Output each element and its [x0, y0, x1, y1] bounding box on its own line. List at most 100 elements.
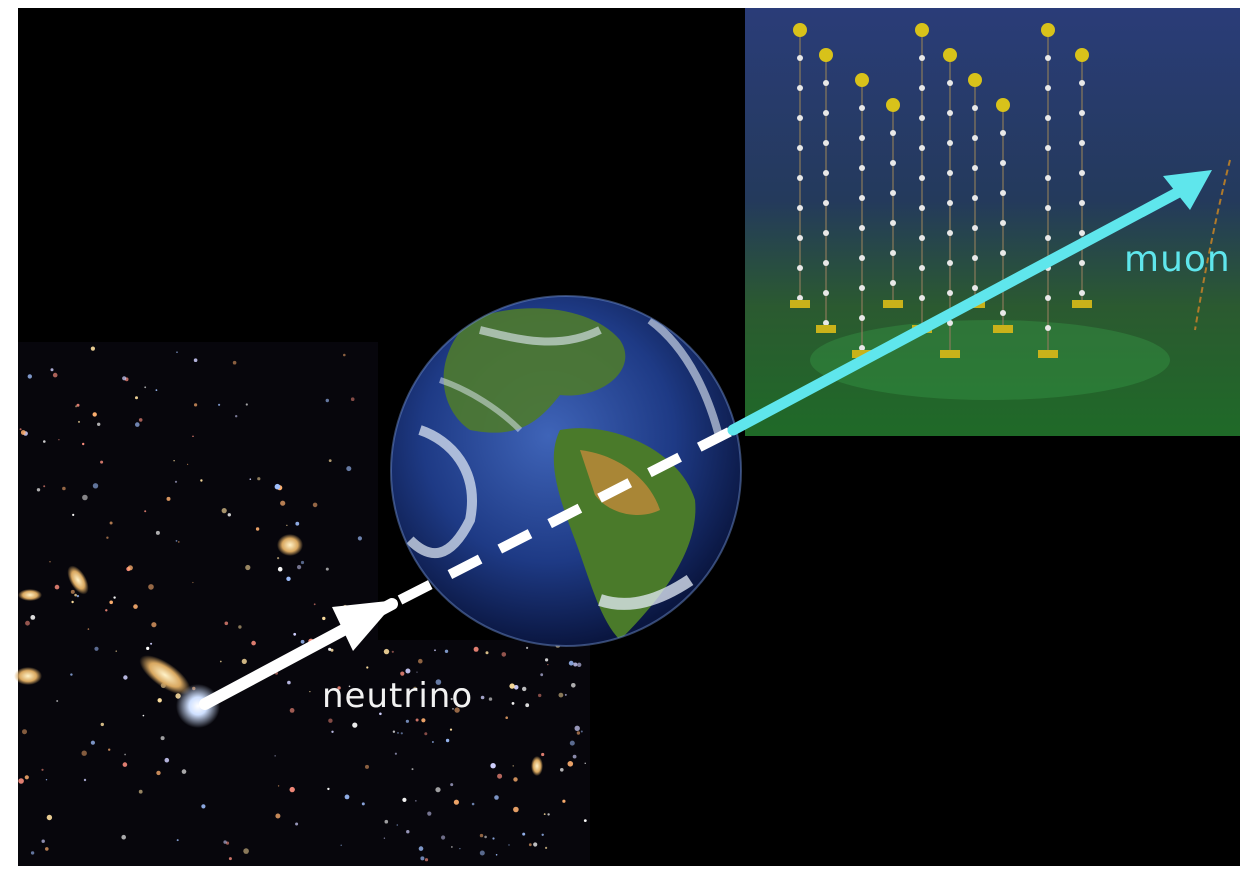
optical-module: [890, 160, 896, 166]
galaxy-star: [289, 708, 295, 713]
optical-module: [823, 260, 829, 266]
optical-module: [890, 220, 896, 226]
galaxy-star: [277, 566, 283, 572]
galaxy-star: [441, 835, 446, 840]
galaxy-star: [492, 837, 495, 840]
galaxy-star: [572, 754, 577, 759]
galaxy-star: [76, 403, 80, 407]
optical-module: [947, 110, 953, 116]
galaxy-star: [547, 813, 550, 816]
galaxy-star: [427, 811, 432, 816]
galaxy-star: [511, 702, 515, 705]
detector-buoy: [943, 48, 957, 62]
galaxy-star: [100, 460, 104, 464]
galaxy-blob: [18, 589, 42, 601]
galaxy-star: [156, 770, 161, 776]
optical-module: [972, 105, 978, 111]
galaxy-star: [45, 779, 48, 781]
optical-module: [859, 315, 865, 321]
galaxy-star: [350, 397, 355, 402]
neutrino-path-through-earth: [397, 425, 736, 605]
optical-module: [972, 135, 978, 141]
cloud-band: [479, 326, 602, 346]
galaxy-star: [352, 722, 358, 728]
galaxy-star: [480, 695, 485, 700]
optical-module: [947, 260, 953, 266]
optical-module: [947, 80, 953, 86]
optical-module: [1045, 325, 1051, 331]
galaxy-star: [328, 647, 332, 651]
optical-module: [1045, 235, 1051, 241]
galaxy-star: [257, 477, 261, 481]
galaxy-star: [495, 854, 498, 856]
galaxy-star: [547, 664, 549, 666]
galaxy-star: [413, 686, 417, 691]
galaxy-star: [567, 761, 574, 767]
galaxy-star: [560, 768, 564, 772]
galaxy-star: [19, 428, 22, 431]
galaxy-star: [138, 418, 143, 422]
optical-module: [972, 255, 978, 261]
galaxy-star: [397, 732, 399, 734]
galaxy-star: [218, 403, 221, 406]
optical-module: [890, 280, 896, 286]
optical-module: [797, 115, 803, 121]
galaxy-star: [238, 625, 242, 629]
detector-buoy: [1041, 23, 1055, 37]
optical-module: [972, 285, 978, 291]
optical-module: [859, 105, 865, 111]
galaxy-star: [274, 483, 281, 490]
galaxy-star: [543, 813, 546, 815]
galaxy-star: [228, 857, 232, 861]
galaxy-star: [312, 502, 318, 508]
galaxy-star: [488, 697, 493, 701]
optical-module: [1000, 220, 1006, 226]
galaxy-star: [454, 707, 460, 713]
optical-module: [919, 145, 925, 151]
neutrino-arrow: [199, 425, 736, 710]
string-anchor: [816, 325, 836, 333]
string-anchor: [1072, 300, 1092, 308]
galaxy-star: [275, 813, 281, 819]
galaxy-star: [178, 541, 180, 543]
galaxy-star: [522, 832, 526, 836]
galaxy-star: [450, 783, 454, 787]
galaxy-star: [396, 824, 399, 826]
galaxy-star: [402, 797, 407, 803]
optical-module: [972, 165, 978, 171]
cloud-band: [598, 574, 694, 610]
galaxy-star: [564, 693, 567, 696]
optical-module: [859, 255, 865, 261]
galaxy-star: [325, 398, 329, 403]
galaxy-star: [574, 725, 580, 731]
galaxy-star: [70, 589, 75, 594]
galaxy-star: [394, 752, 397, 755]
galaxy-star: [545, 846, 548, 850]
optical-module: [797, 205, 803, 211]
optical-module: [919, 115, 925, 121]
galaxy-star: [418, 846, 424, 851]
optical-module: [947, 230, 953, 236]
galaxy-star: [274, 755, 276, 757]
galaxy-star: [444, 649, 449, 653]
optical-module: [972, 225, 978, 231]
galaxy-star: [62, 486, 66, 491]
galaxy-star: [227, 513, 231, 517]
galaxy-star: [384, 819, 389, 824]
galaxy-star: [400, 671, 405, 676]
galaxy-star: [392, 730, 396, 733]
galaxy-star: [81, 750, 87, 756]
optical-module: [823, 200, 829, 206]
optical-module: [1079, 80, 1085, 86]
galaxy-star: [151, 622, 157, 628]
optical-module: [1045, 295, 1051, 301]
galaxy-star: [526, 646, 529, 650]
galaxy-star: [383, 648, 390, 655]
galaxy-star: [538, 693, 542, 698]
galaxy-star: [365, 764, 369, 769]
galaxy-star: [420, 856, 425, 861]
detector-buoy: [1075, 48, 1089, 62]
galaxy-star: [300, 639, 305, 644]
galaxy-star: [92, 483, 99, 489]
galaxy-star: [512, 765, 514, 767]
